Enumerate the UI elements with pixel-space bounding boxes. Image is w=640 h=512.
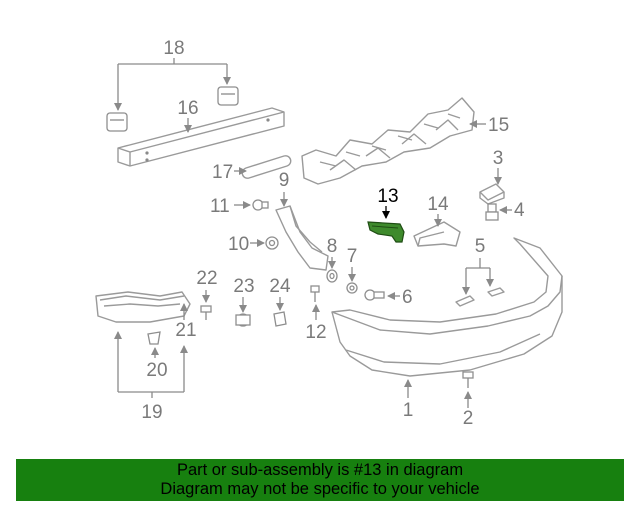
clip-part-18 — [106, 86, 239, 132]
callout-13[interactable]: 13 — [377, 186, 399, 219]
callout-6[interactable]: 6 — [387, 287, 413, 308]
callout-label-1: 1 — [403, 400, 414, 421]
bracket-part-3 — [479, 183, 505, 205]
callout-label-5: 5 — [475, 236, 486, 257]
callout-label-4: 4 — [514, 200, 525, 221]
callout-15[interactable]: 15 — [469, 115, 509, 136]
screw-part-12 — [310, 285, 320, 302]
callout-24[interactable]: 24 — [269, 276, 291, 311]
callout-18[interactable]: 18 — [118, 38, 231, 110]
reflector-part-5 — [455, 287, 505, 307]
grommet-part-8 — [326, 269, 338, 283]
callout-2[interactable]: 2 — [463, 391, 474, 429]
clip-part-4 — [485, 203, 499, 221]
callout-label-17: 17 — [212, 162, 233, 183]
bracket-part-14 — [413, 221, 461, 247]
callout-label-21: 21 — [175, 320, 196, 341]
callout-label-10: 10 — [228, 234, 249, 255]
callout-label-16: 16 — [177, 98, 198, 119]
nut-part-10 — [265, 236, 279, 250]
callout-4[interactable]: 4 — [499, 200, 525, 221]
callout-label-2: 2 — [463, 408, 474, 429]
bumper-cover-part-1 — [331, 237, 563, 377]
callout-label-20: 20 — [146, 360, 167, 381]
callout-7[interactable]: 7 — [347, 246, 358, 282]
callout-label-7: 7 — [347, 246, 358, 267]
callout-label-18: 18 — [163, 38, 184, 59]
energy-absorber-part-15 — [301, 97, 475, 185]
clip-part-24 — [273, 311, 287, 327]
callout-label-9: 9 — [279, 170, 290, 191]
callout-label-14: 14 — [427, 194, 449, 215]
callout-8[interactable]: 8 — [327, 236, 338, 269]
callout-label-11: 11 — [210, 196, 230, 217]
callout-17[interactable]: 17 — [212, 162, 247, 183]
banner-line-2: Diagram may not be specific to your vehi… — [160, 480, 480, 498]
callout-16[interactable]: 16 — [177, 98, 199, 133]
highlighted-bracket-part-13 — [367, 221, 405, 243]
callout-10[interactable]: 10 — [228, 234, 265, 255]
callout-12[interactable]: 12 — [305, 304, 327, 343]
callout-20[interactable]: 20 — [146, 347, 168, 381]
callout-label-15: 15 — [488, 115, 509, 136]
bracket-part-9 — [275, 205, 329, 271]
callout-label-22: 22 — [196, 268, 217, 289]
callout-label-8: 8 — [327, 236, 338, 257]
callout-19[interactable]: 19 — [118, 332, 188, 423]
callout-23[interactable]: 23 — [233, 276, 255, 313]
callout-label-19: 19 — [141, 402, 162, 423]
callout-22[interactable]: 22 — [196, 268, 218, 303]
reinforcement-bar-part-16 — [117, 107, 285, 167]
screw-part-2 — [462, 371, 474, 388]
info-banner: Part or sub-assembly is #13 in diagram D… — [16, 459, 624, 501]
callout-9[interactable]: 9 — [279, 170, 290, 207]
banner-background — [16, 459, 624, 501]
bolt-part-6 — [364, 289, 385, 301]
callout-label-24: 24 — [269, 276, 291, 297]
nut-part-23 — [235, 313, 251, 327]
callout-label-23: 23 — [233, 276, 254, 297]
callout-14[interactable]: 14 — [427, 194, 449, 227]
callout-label-3: 3 — [493, 148, 504, 169]
callout-1[interactable]: 1 — [403, 379, 414, 421]
screw-part-11 — [252, 199, 269, 211]
callout-3[interactable]: 3 — [493, 148, 504, 185]
screw-part-22 — [200, 305, 212, 320]
lower-panel-part-21 — [95, 291, 191, 323]
clip-part-20 — [147, 331, 161, 345]
callout-label-13: 13 — [377, 186, 398, 207]
banner-line-1: Part or sub-assembly is #13 in diagram — [176, 461, 464, 479]
callout-label-6: 6 — [402, 287, 413, 308]
callout-11[interactable]: 11 — [210, 196, 251, 217]
callout-21[interactable]: 21 — [175, 303, 197, 341]
grommet-part-7 — [346, 282, 358, 294]
callout-5[interactable]: 5 — [466, 236, 494, 294]
callout-label-12: 12 — [305, 322, 326, 343]
